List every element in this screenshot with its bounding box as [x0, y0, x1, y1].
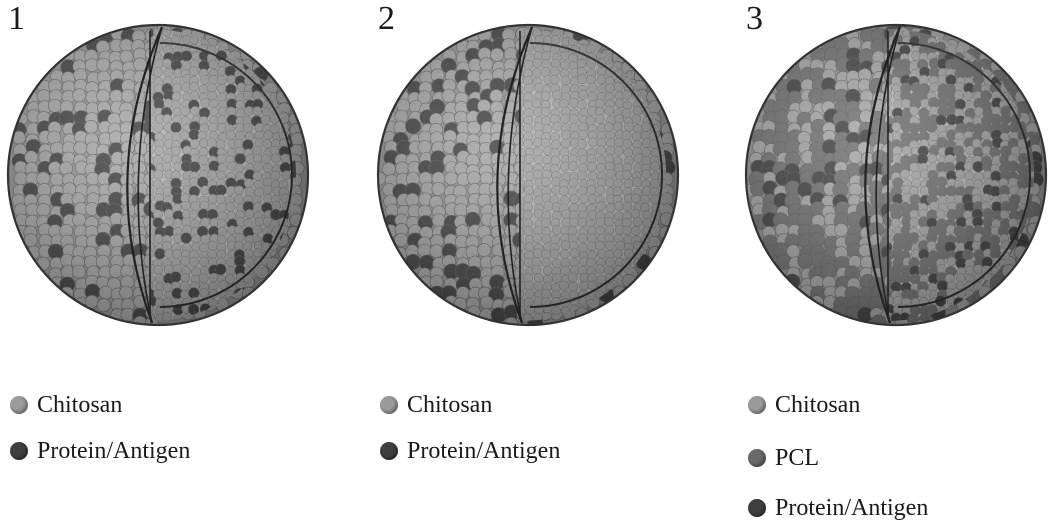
legend-marker-chitosan	[748, 396, 766, 414]
legend-label: Protein/Antigen	[775, 496, 928, 520]
legend-item-pcl: PCL	[748, 443, 819, 473]
legend-label: Chitosan	[37, 393, 122, 417]
legend-item-protein-antigen: Protein/Antigen	[10, 436, 190, 466]
legend-label: Chitosan	[775, 393, 860, 417]
panel-1: 1 Chitosan Protein/Antigen	[0, 0, 352, 524]
nanoparticle-sphere-illustration	[738, 20, 1057, 340]
legend-item-chitosan: Chitosan	[380, 390, 492, 420]
legend-item-chitosan: Chitosan	[748, 390, 860, 420]
panel-2: 2 Chitosan Protein/Antigen	[370, 0, 722, 524]
legend-marker-protein-antigen	[748, 499, 766, 517]
legend-marker-pcl	[748, 449, 766, 467]
legend-marker-protein-antigen	[380, 442, 398, 460]
legend-label: Protein/Antigen	[407, 439, 560, 463]
legend-item-protein-antigen: Protein/Antigen	[380, 436, 560, 466]
legend-label: Chitosan	[407, 393, 492, 417]
legend-label: Protein/Antigen	[37, 439, 190, 463]
legend-item-protein-antigen: Protein/Antigen	[748, 493, 928, 523]
legend-item-chitosan: Chitosan	[10, 390, 122, 420]
legend-marker-chitosan	[10, 396, 28, 414]
nanoparticle-sphere-illustration	[0, 20, 330, 340]
legend-marker-protein-antigen	[10, 442, 28, 460]
legend-label: PCL	[775, 446, 819, 470]
nanoparticle-sphere-illustration	[370, 20, 700, 340]
panel-3: 3 Chitosan PCL Protein/Antigen	[738, 0, 1057, 524]
legend-marker-chitosan	[380, 396, 398, 414]
